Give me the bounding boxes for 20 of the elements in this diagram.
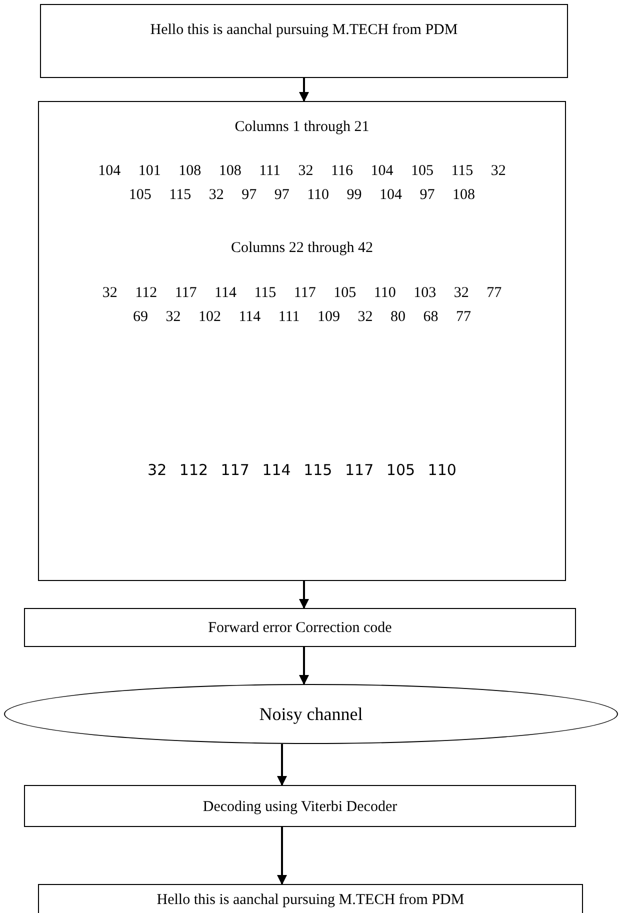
node-text: Noisy channel (259, 704, 363, 724)
column-heading: Columns 22 through 42 (230, 238, 374, 258)
process-box (38, 101, 566, 581)
process-box (38, 884, 583, 913)
arrow (299, 647, 309, 685)
number-list: 32 112 117 114 115 117 105 110 (148, 459, 456, 482)
node-text: Hello this is aanchal pursuing M.TECH from PDM (150, 22, 458, 38)
arrow (277, 827, 287, 885)
arrow (277, 744, 287, 786)
column-heading: Columns 1 through 21 (234, 118, 370, 137)
node-text: Hello this is aanchal pursuing M.TECH from PDM (156, 892, 464, 908)
number-list: 32 112 117 114 115 117 105 110 103 32 77 69 32 102 114 111 109 32 80 68 77 (92, 281, 512, 329)
arrow (299, 581, 309, 609)
arrow (299, 78, 309, 102)
node-text: Forward error Correction code (208, 620, 392, 636)
node-text: Decoding using Viterbi Decoder (202, 799, 398, 815)
process-box (24, 608, 576, 647)
number-list: 104 101 108 108 111 32 116 104 105 115 32 105 115 32 97 97 110 99 104 97 108 (92, 158, 512, 206)
process-box (40, 4, 568, 78)
process-box (24, 785, 576, 827)
